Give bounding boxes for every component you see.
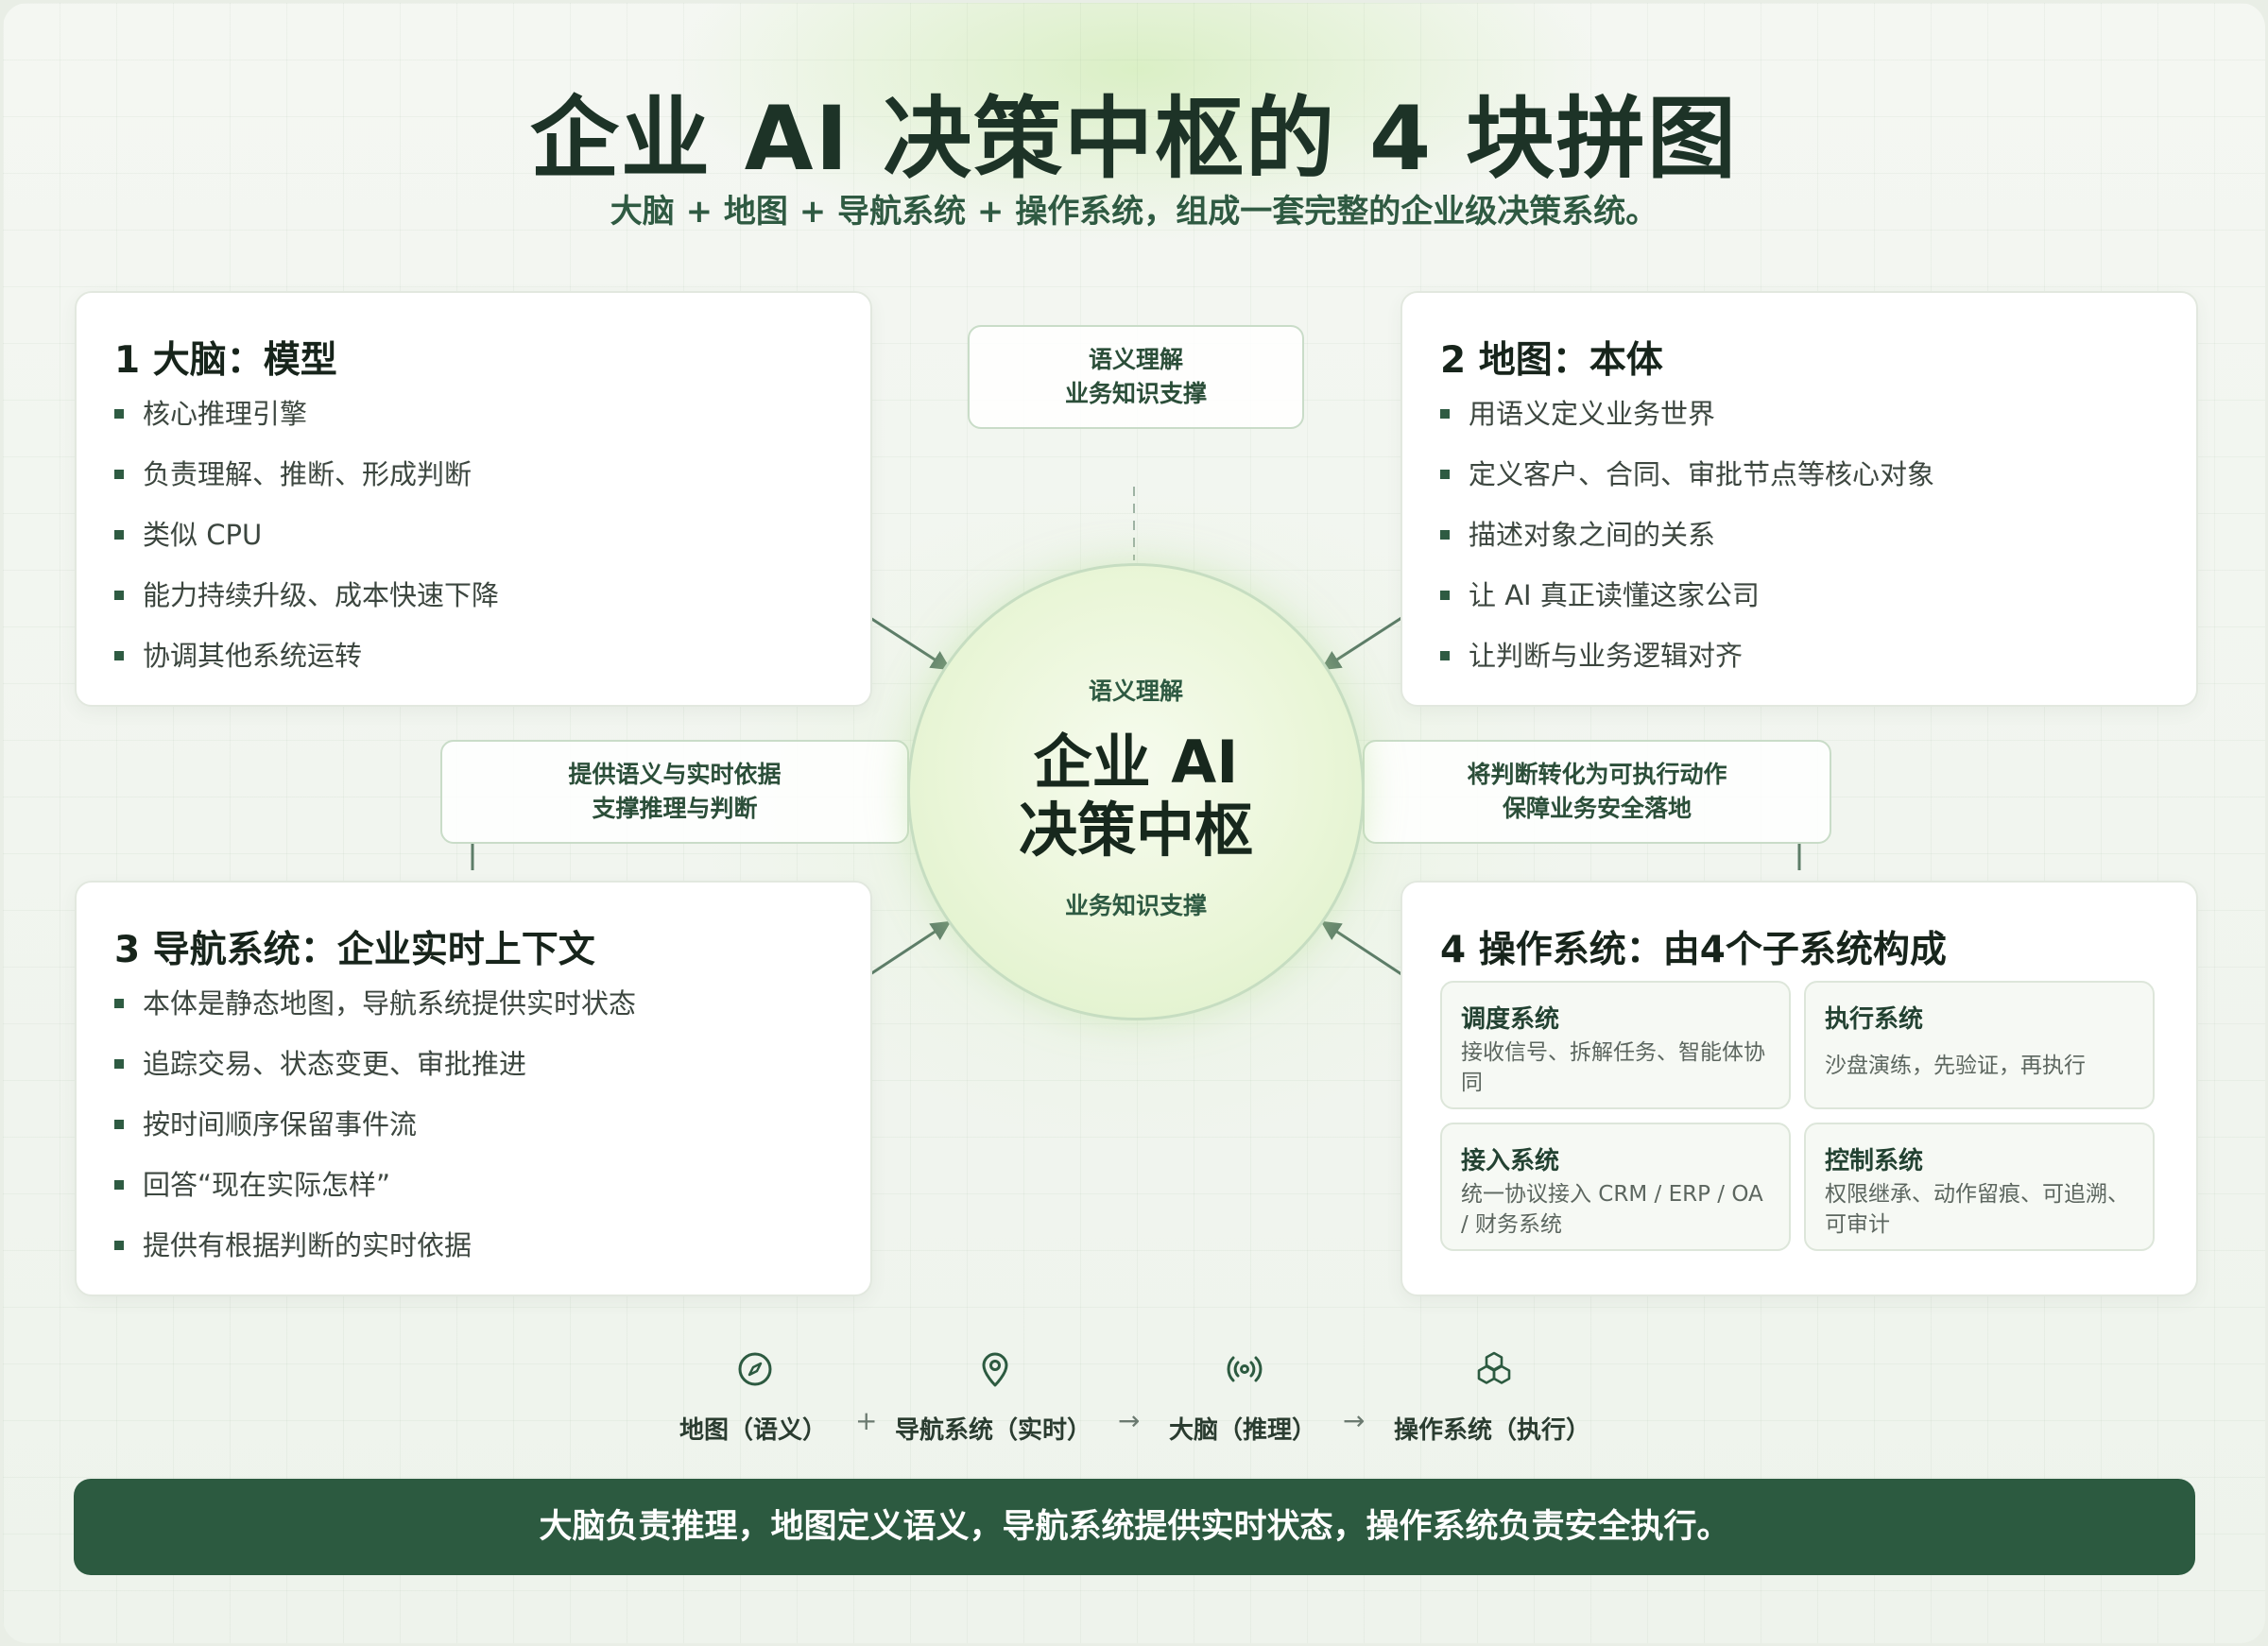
card-map-title: 2 地图：本体 xyxy=(1440,339,1663,382)
list-item: 让 AI 真正读懂这家公司 xyxy=(1440,576,1934,637)
page-title: 企业 AI 决策中枢的 4 块拼图 xyxy=(529,88,1739,191)
hub-top-label: 语义理解 xyxy=(1088,677,1183,705)
subsystem-title: 执行系统 xyxy=(1825,1005,1924,1034)
list-item: 核心推理引擎 xyxy=(114,395,499,455)
flow-step-nav: 导航系统（实时） xyxy=(895,1416,1092,1445)
flow-step-os: 操作系统（执行） xyxy=(1394,1416,1591,1445)
list-item: 追踪交易、状态变更、审批推进 xyxy=(114,1045,636,1106)
list-item: 按时间顺序保留事件流 xyxy=(114,1106,636,1166)
subsystem-desc: 接收信号、拆解任务、智能体协同 xyxy=(1461,1040,1765,1095)
compass-icon xyxy=(738,1352,772,1386)
map-pin-icon xyxy=(982,1352,1008,1387)
card-map: 2 地图：本体 用语义定义业务世界 定义客户、合同、审批节点等核心对象 描述对象… xyxy=(1400,291,2198,707)
flow-operator-plus: + xyxy=(855,1405,878,1436)
card-os: 4 操作系统：由4个子系统构成 调度系统 接收信号、拆解任务、智能体协同 执行系… xyxy=(1400,881,2198,1296)
card-map-list: 用语义定义业务世界 定义客户、合同、审批节点等核心对象 描述对象之间的关系 让 … xyxy=(1440,395,1934,697)
flow-operator-arrow: → xyxy=(1118,1405,1141,1436)
card-brain: 1 大脑：模型 核心推理引擎 负责理解、推断、形成判断 类似 CPU 能力持续升… xyxy=(75,291,872,707)
hub-bottom-label: 业务知识支撑 xyxy=(1064,892,1207,919)
pill-line: 保障业务安全落地 xyxy=(1502,795,1692,822)
canvas: 企业 AI 决策中枢的 4 块拼图 大脑 + 地图 + 导航系统 + 操作系统，… xyxy=(3,3,2265,1643)
subsystem-desc: 沙盘演练，先验证，再执行 xyxy=(1825,1054,2086,1078)
list-item: 协调其他系统运转 xyxy=(114,637,499,697)
list-item: 能力持续升级、成本快速下降 xyxy=(114,576,499,637)
card-os-title: 4 操作系统：由4个子系统构成 xyxy=(1440,929,1947,971)
list-item: 负责理解、推断、形成判断 xyxy=(114,455,499,516)
hub-circle: 语义理解 企业 AI 决策中枢 业务知识支撑 xyxy=(907,563,1365,1020)
connector-left-label: 提供语义与实时依据 支撑推理与判断 xyxy=(440,740,909,844)
list-item: 提供有根据判断的实时依据 xyxy=(114,1226,636,1287)
arrow-map-to-hub xyxy=(1320,616,1402,671)
subsystem-title: 控制系统 xyxy=(1825,1147,1924,1175)
subsystem-card-control: 控制系统 权限继承、动作留痕、可追溯、可审计 xyxy=(1804,1123,2155,1251)
flow-step-map: 地图（语义） xyxy=(679,1416,828,1445)
connector-right-label: 将判断转化为可执行动作 保障业务安全落地 xyxy=(1363,740,1831,844)
hub-title-line: 企业 AI xyxy=(1033,728,1239,797)
connector-top-label: 语义理解 业务知识支撑 xyxy=(968,325,1304,429)
hub-title: 企业 AI 决策中枢 xyxy=(910,729,1362,865)
pill-line: 提供语义与实时依据 xyxy=(568,761,782,788)
list-item: 用语义定义业务世界 xyxy=(1440,395,1934,455)
subsystem-desc: 统一协议接入 CRM / ERP / OA / 财务系统 xyxy=(1461,1182,1763,1237)
subsystem-card-execute: 执行系统 沙盘演练，先验证，再执行 xyxy=(1804,981,2155,1109)
pill-line: 业务知识支撑 xyxy=(1064,380,1207,407)
list-item: 定义客户、合同、审批节点等核心对象 xyxy=(1440,455,1934,516)
arrow-brain-to-hub xyxy=(869,616,952,671)
list-item: 描述对象之间的关系 xyxy=(1440,516,1934,576)
list-item: 本体是静态地图，导航系统提供实时状态 xyxy=(114,985,636,1045)
card-nav-list: 本体是静态地图，导航系统提供实时状态 追踪交易、状态变更、审批推进 按时间顺序保… xyxy=(114,985,636,1287)
footer-banner: 大脑负责推理，地图定义语义，导航系统提供实时状态，操作系统负责安全执行。 xyxy=(74,1479,2195,1575)
connector-lines xyxy=(471,487,1801,976)
pill-line: 将判断转化为可执行动作 xyxy=(1467,761,1727,788)
subsystem-title: 调度系统 xyxy=(1461,1005,1560,1034)
subsystem-card-dispatch: 调度系统 接收信号、拆解任务、智能体协同 xyxy=(1440,981,1791,1109)
arrow-nav-to-hub xyxy=(869,920,952,976)
card-brain-title: 1 大脑：模型 xyxy=(114,339,337,382)
subsystem-title: 接入系统 xyxy=(1461,1147,1560,1175)
card-brain-list: 核心推理引擎 负责理解、推断、形成判断 类似 CPU 能力持续升级、成本快速下降… xyxy=(114,395,499,697)
subsystem-card-access: 接入系统 统一协议接入 CRM / ERP / OA / 财务系统 xyxy=(1440,1123,1791,1251)
cubes-icon xyxy=(1477,1351,1511,1384)
hub-title-line: 决策中枢 xyxy=(1018,796,1253,865)
page-subtitle: 大脑 + 地图 + 导航系统 + 操作系统，组成一套完整的企业级决策系统。 xyxy=(610,193,1658,231)
list-item: 回答“现在实际怎样” xyxy=(114,1166,636,1226)
pill-line: 支撑推理与判断 xyxy=(592,795,758,822)
flow-operator-arrow: → xyxy=(1343,1405,1366,1436)
flow-step-brain: 大脑（推理） xyxy=(1169,1416,1317,1445)
arrow-os-to-hub xyxy=(1320,920,1402,976)
subsystem-desc: 权限继承、动作留痕、可追溯、可审计 xyxy=(1825,1182,2129,1237)
broadcast-icon xyxy=(1227,1356,1263,1382)
list-item: 类似 CPU xyxy=(114,516,499,576)
card-nav: 3 导航系统：企业实时上下文 本体是静态地图，导航系统提供实时状态 追踪交易、状… xyxy=(75,881,872,1296)
pill-line: 语义理解 xyxy=(1088,346,1183,373)
list-item: 让判断与业务逻辑对齐 xyxy=(1440,637,1934,697)
card-nav-title: 3 导航系统：企业实时上下文 xyxy=(114,929,595,971)
